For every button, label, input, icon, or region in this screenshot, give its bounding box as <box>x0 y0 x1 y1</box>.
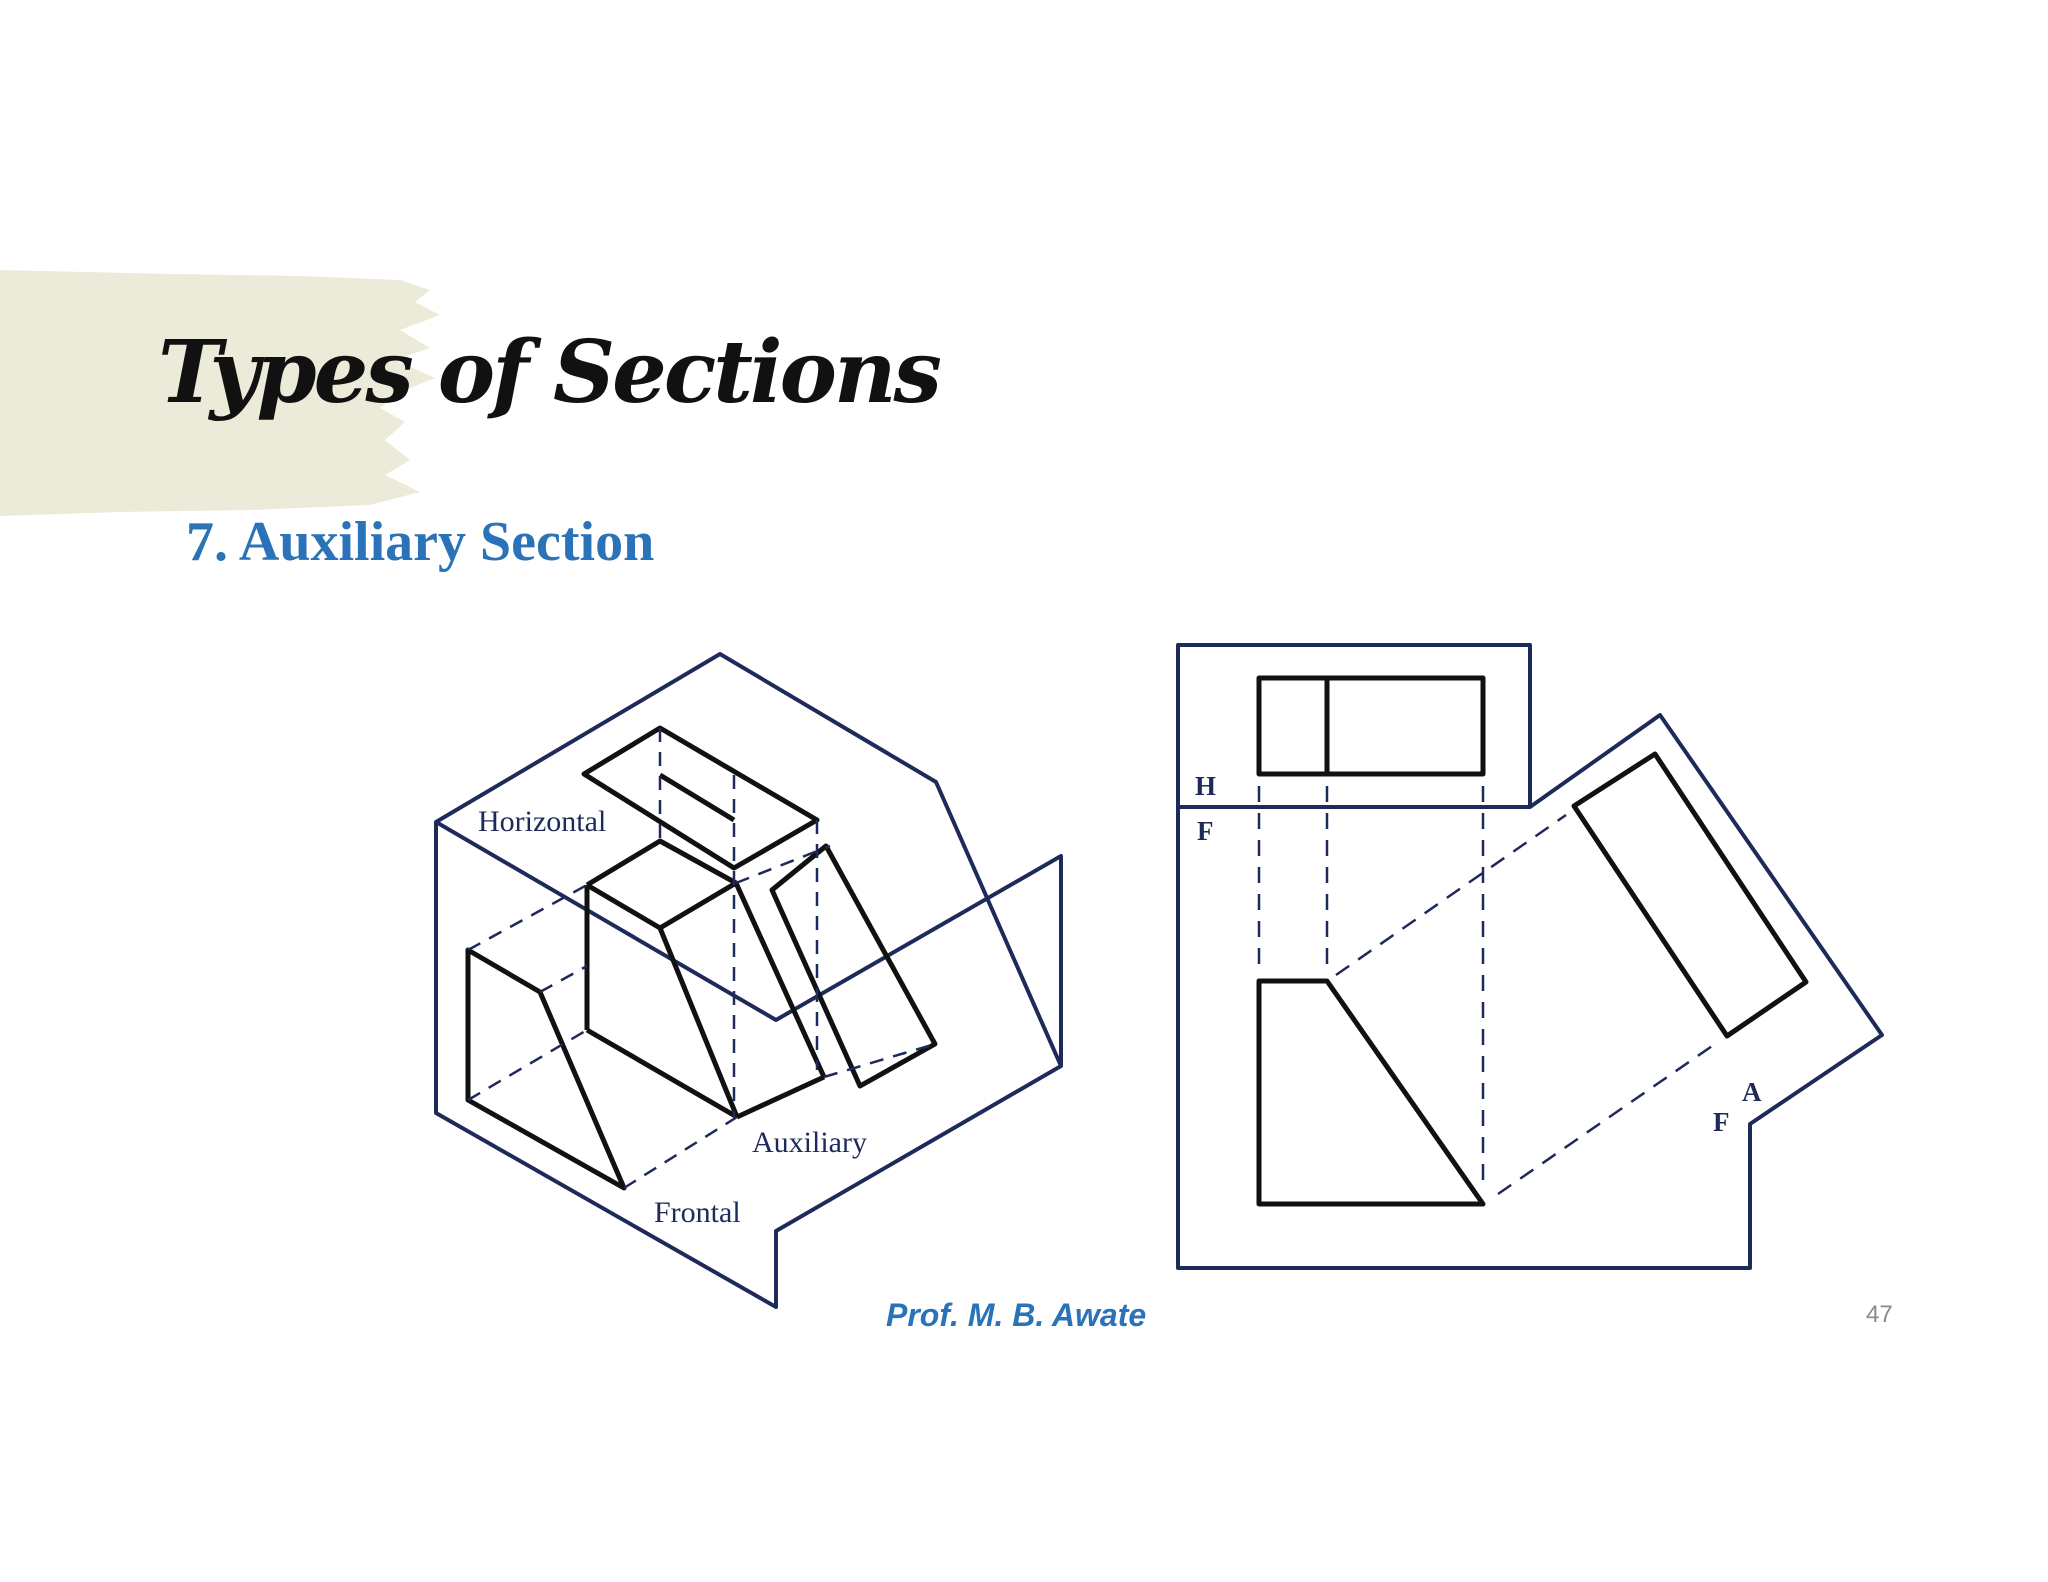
orthographic-projectors <box>1257 786 1716 1196</box>
a-label: A <box>1742 1077 1762 1107</box>
isometric-cut-object <box>465 725 938 1191</box>
isometric-view: Horizontal Auxiliary Frontal <box>434 652 1063 1309</box>
author-credit: Prof. M. B. Awate <box>886 1297 1147 1333</box>
section-subtitle: 7. Auxiliary Section <box>186 511 655 573</box>
orthographic-object <box>1256 675 1809 1207</box>
auxiliary-label: Auxiliary <box>752 1126 867 1159</box>
title-brush-stroke <box>0 270 440 516</box>
slide-title: Types of Sections <box>158 322 942 423</box>
isometric-block-outline <box>434 652 1063 1309</box>
isometric-cutting-planes <box>467 728 936 1190</box>
page-number: 47 <box>1866 1301 1893 1328</box>
f-label-top: F <box>1197 816 1214 846</box>
orthographic-frame <box>1176 643 1884 1270</box>
frontal-label: Frontal <box>654 1196 741 1229</box>
horizontal-label: Horizontal <box>478 805 606 838</box>
f-label-aux: F <box>1713 1107 1730 1137</box>
h-label: H <box>1195 771 1216 801</box>
orthographic-view: H F A F <box>1176 643 1884 1270</box>
